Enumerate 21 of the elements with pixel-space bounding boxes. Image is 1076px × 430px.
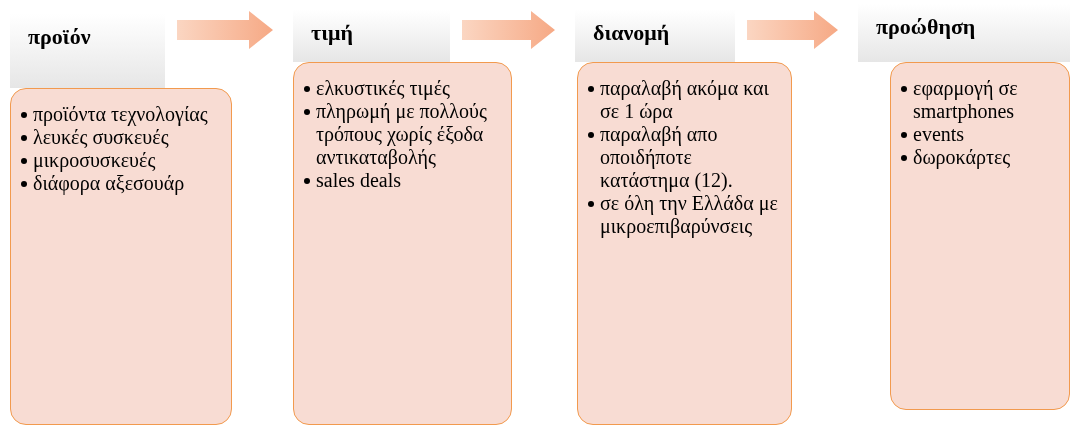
bullet-text: events xyxy=(913,123,965,146)
heading-text: προϊόν xyxy=(28,24,91,49)
bullet-text: δωροκάρτες xyxy=(913,146,1011,169)
heading-text: προώθηση xyxy=(876,14,976,39)
block-arrow xyxy=(747,11,838,49)
bullet-text: προϊόντα τεχνολογίας xyxy=(33,103,208,126)
bullet-text: σε όλη την Ελλάδα με μικροεπιβαρύνσεις xyxy=(600,192,779,238)
block-arrow xyxy=(177,11,273,49)
heading-text: διανομή xyxy=(593,20,670,45)
bullet-text: μικροσυσκευές xyxy=(33,149,156,172)
content-card xyxy=(293,62,512,425)
content-card xyxy=(890,62,1070,410)
bullet-text: λευκές συσκευές xyxy=(33,126,169,149)
block-arrow xyxy=(462,11,555,49)
bullet-text: διάφορα αξεσουάρ xyxy=(33,172,185,195)
bullet-text: sales deals xyxy=(316,169,401,192)
heading-text: τιμή xyxy=(311,20,353,45)
bullet-text: ελκυστικές τιμές xyxy=(316,77,450,100)
content-card xyxy=(10,88,232,425)
content-card xyxy=(577,62,792,425)
bullet-text: παραλαβή απο οποιδήποτε κατάστημα (12). xyxy=(600,123,734,192)
